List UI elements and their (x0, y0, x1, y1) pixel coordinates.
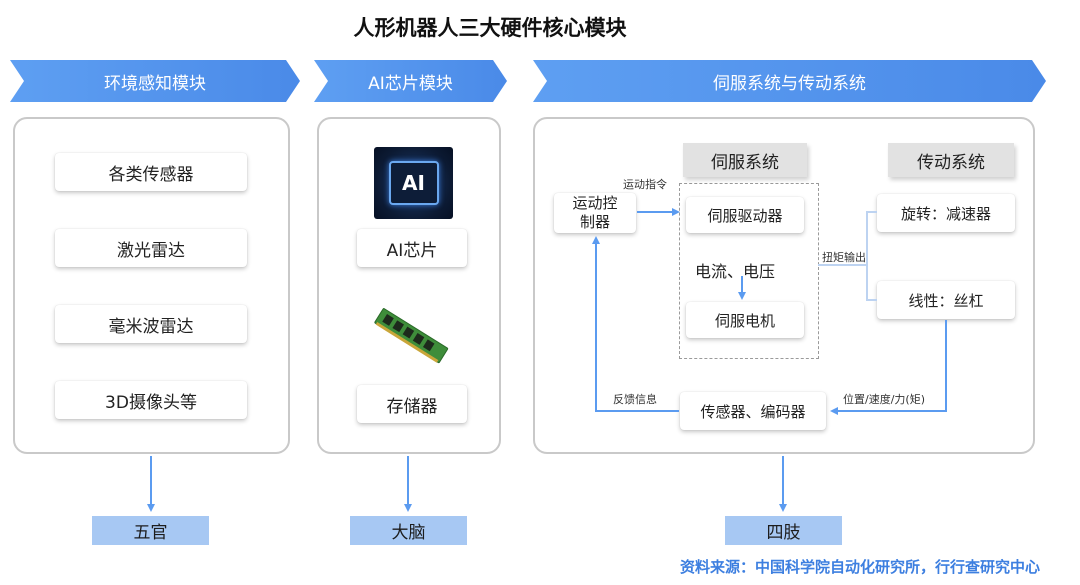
banner-servo-transmission-label: 伺服系统与传动系统 (713, 73, 866, 94)
transmission-system-header: 传动系统 (888, 143, 1014, 177)
item-sensors: 各类传感器 (55, 153, 247, 191)
ai-chip-icon: AI (374, 147, 453, 219)
ai-chip-core-icon: AI (388, 161, 439, 205)
arrow-feedback-to-controller (592, 236, 679, 412)
item-memory: 存储器 (357, 385, 467, 423)
output-limbs: 四肢 (725, 516, 842, 545)
banner-perception: 环境感知模块 (10, 60, 300, 102)
item-ai-chip: AI芯片 (357, 229, 467, 267)
item-lidar: 激光雷达 (55, 229, 247, 267)
page-title: 人形机器人三大硬件核心模块 (353, 16, 627, 40)
motion-command-label: 运动指令 (623, 178, 667, 191)
banner-ai-chip: AI芯片模块 (314, 60, 507, 102)
banner-perception-label: 环境感知模块 (104, 73, 206, 94)
current-voltage-label: 电流、电压 (695, 262, 776, 281)
torque-output-label: 扭矩输出 (822, 251, 866, 264)
position-speed-force-label: 位置/速度/力(矩) (843, 393, 925, 406)
sensor-encoder-box: 传感器、编码器 (680, 392, 826, 430)
source-note: 资料来源：中国科学院自动化研究所，行行查研究中心 (679, 558, 1040, 576)
rotation-reducer-box: 旋转：减速器 (877, 194, 1015, 232)
motion-controller-label: 运动控制器 (572, 194, 618, 231)
motion-controller-box: 运动控制器 (554, 193, 636, 233)
output-brain: 大脑 (350, 516, 467, 545)
arrow-linear-to-sensor (830, 320, 947, 415)
servo-system-header: 伺服系统 (683, 143, 807, 177)
banner-servo-transmission: 伺服系统与传动系统 (533, 60, 1046, 102)
linear-screw-box: 线性：丝杠 (877, 281, 1015, 319)
servo-motor-box: 伺服电机 (686, 302, 804, 338)
item-mmwave-radar: 毫米波雷达 (55, 305, 247, 343)
ai-chip-logo-text: AI (402, 171, 425, 195)
feedback-label: 反馈信息 (613, 393, 657, 406)
item-3d-camera: 3D摄像头等 (55, 381, 247, 419)
servo-system-group (679, 183, 819, 359)
memory-module-icon (371, 305, 451, 367)
servo-driver-box: 伺服驱动器 (686, 197, 804, 233)
torque-output-bracket (866, 211, 877, 301)
banner-ai-chip-label: AI芯片模块 (368, 73, 453, 94)
output-five-senses: 五官 (92, 516, 209, 545)
